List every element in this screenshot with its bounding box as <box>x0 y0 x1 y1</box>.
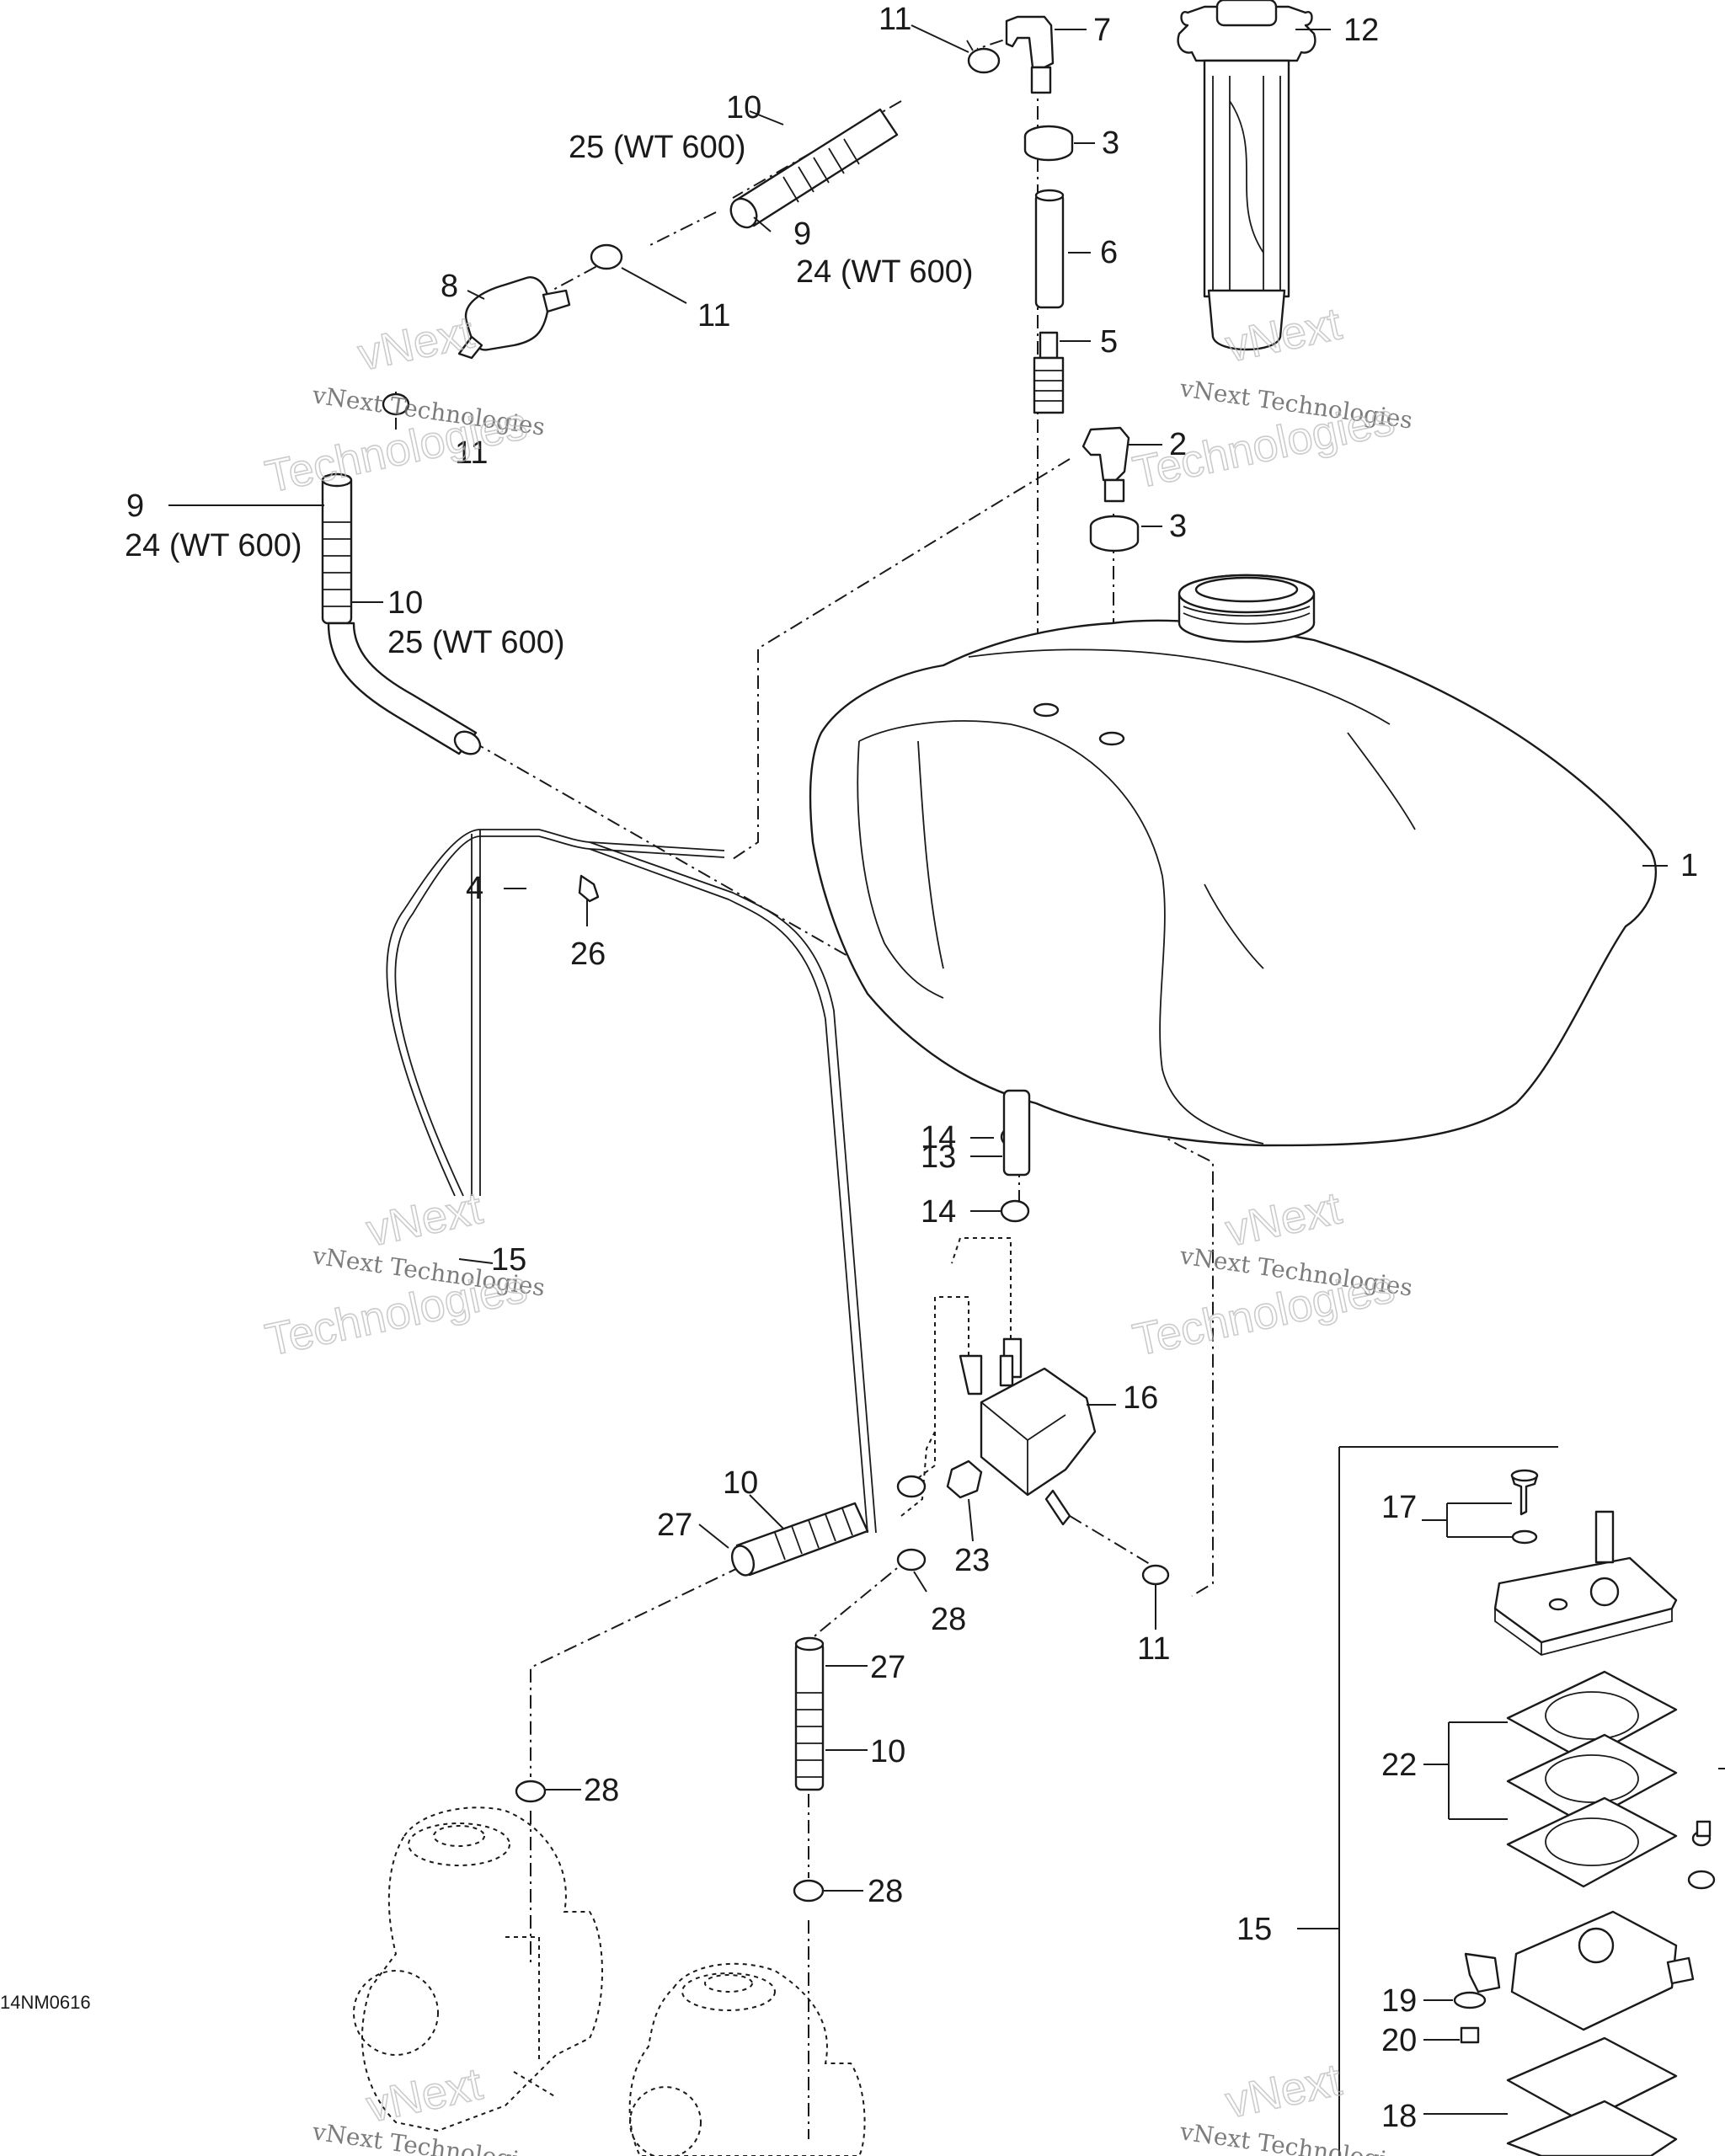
callout-10: 10 <box>726 90 761 125</box>
callout-10: 10 <box>723 1465 758 1501</box>
callout-11: 11 <box>879 2 911 37</box>
callout-17: 17 <box>1381 1490 1417 1525</box>
callout-16: 16 <box>1123 1380 1158 1416</box>
watermark-word-1: vNext <box>362 2058 487 2132</box>
tee-fitting-2 <box>1081 426 1130 503</box>
callout-5: 5 <box>1100 324 1118 360</box>
ref-25-wt600: 25 (WT 600) <box>387 625 564 660</box>
callout-3: 3 <box>1169 509 1187 544</box>
watermark-word-1: vNext <box>1221 2054 1346 2127</box>
callout-12: 12 <box>1343 13 1379 48</box>
watermark-word-1: vNext <box>354 307 478 380</box>
clamp-28-mid-a <box>896 1475 927 1498</box>
fuel-tank <box>809 574 1658 1147</box>
callout-14: 14 <box>921 1194 956 1230</box>
callout-22: 22 <box>1381 1748 1417 1783</box>
clamp-28-lower-left <box>515 1780 547 1803</box>
fuel-gauge <box>1177 0 1316 351</box>
watermark-line: vNext Technologies <box>1178 2117 1414 2156</box>
callout-20: 20 <box>1381 2023 1417 2058</box>
callout-13: 13 <box>921 1139 956 1175</box>
fuel-line-4 <box>386 829 877 1534</box>
callout-9: 9 <box>793 216 811 252</box>
check-valve-5 <box>1033 331 1065 414</box>
callout-8: 8 <box>441 269 458 304</box>
callout-10: 10 <box>387 585 423 621</box>
hose-10-top <box>729 108 899 229</box>
elbow-fitting-7 <box>1005 15 1055 94</box>
watermark-line: vNext Technologies <box>310 2117 547 2156</box>
grommet-3-lower <box>1089 515 1140 552</box>
callout-6: 6 <box>1100 235 1118 270</box>
drawing-id: 14NM0616 <box>0 1992 91 2013</box>
clamp-11-top <box>966 40 1001 74</box>
callout-18: 18 <box>1381 2099 1417 2134</box>
callout-27: 27 <box>870 1650 905 1685</box>
fuel-filter-8 <box>457 276 571 360</box>
callout-4: 4 <box>466 871 483 906</box>
nut-23 <box>946 1460 983 1499</box>
ref-25-wt600: 25 (WT 600) <box>569 130 745 165</box>
ref-24-wt600: 24 (WT 600) <box>796 254 973 290</box>
callout-10: 10 <box>870 1734 905 1769</box>
clamp-28-lower-right <box>793 1879 825 1903</box>
carburetor-right <box>628 1962 866 2156</box>
callout-labels: 11 7 12 10 25 (WT 600) 3 9 24 (WT 600) 6… <box>0 2 1698 2134</box>
leader-lines <box>168 24 1668 2115</box>
callout-19: 19 <box>1381 1983 1417 2019</box>
callout-26: 26 <box>570 937 606 972</box>
callout-1: 1 <box>1680 848 1698 883</box>
hose-10-lower <box>794 1636 825 1791</box>
watermark-word-1: vNext <box>362 1182 487 1256</box>
callout-9: 9 <box>126 488 144 524</box>
callout-11: 11 <box>697 298 730 334</box>
ref-24-wt600: 24 (WT 600) <box>125 528 302 563</box>
callout-11: 11 <box>1137 1631 1170 1667</box>
grommet-3-upper <box>1023 125 1074 162</box>
watermark-word-1: vNext <box>1221 1182 1346 1256</box>
hose-10-mid <box>730 1502 869 1577</box>
callout-15: 15 <box>491 1242 526 1278</box>
clamp-14-bottom <box>1000 1199 1030 1223</box>
hose-13 <box>1002 1089 1031 1177</box>
fuel-pump-16 <box>917 1237 1097 1526</box>
clip-26 <box>578 874 600 903</box>
carburetor-left <box>353 1806 603 2132</box>
callout-11: 11 <box>455 435 488 471</box>
callout-27: 27 <box>657 1508 692 1543</box>
hose-6 <box>1034 189 1065 309</box>
clamp-11-left <box>382 392 410 416</box>
callout-23: 23 <box>954 1543 990 1578</box>
callout-28: 28 <box>868 1874 903 1909</box>
clamp-11-mid <box>590 243 623 270</box>
callout-28: 28 <box>931 1602 966 1637</box>
callout-3: 3 <box>1102 125 1119 161</box>
callout-7: 7 <box>1093 13 1111 48</box>
callout-14: 14 <box>921 1120 956 1155</box>
clamp-28-mid-b <box>896 1548 927 1572</box>
callout-15: 15 <box>1236 1912 1272 1947</box>
clamp-11-bottom <box>1141 1564 1170 1586</box>
hose-10-left <box>321 472 482 755</box>
pump-exploded-view <box>1338 1446 1725 2156</box>
callout-2: 2 <box>1169 427 1187 462</box>
callout-28: 28 <box>584 1773 619 1808</box>
